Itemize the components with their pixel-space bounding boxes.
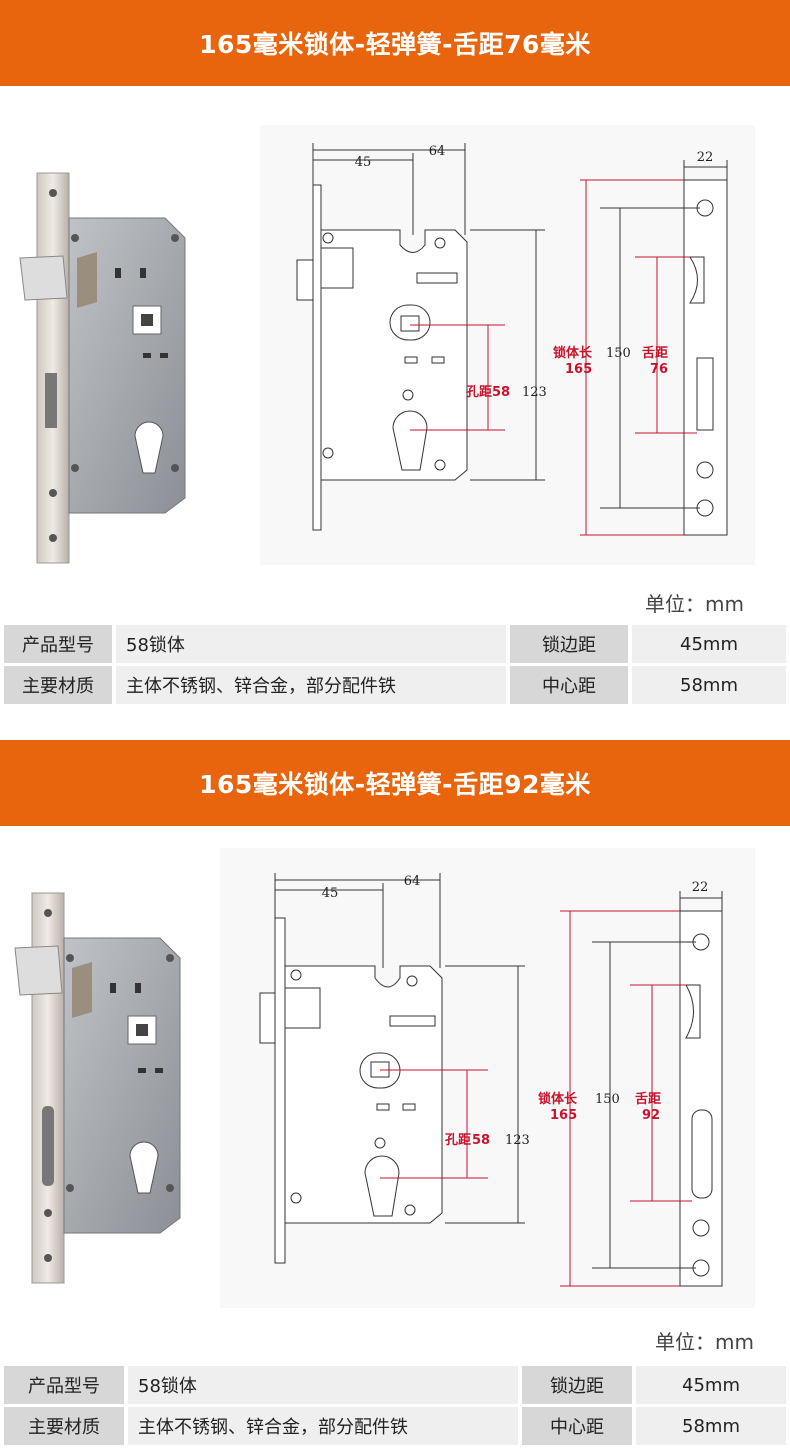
section-92: 165毫米锁体-轻弹簧-舌距92毫米 45 64 (0, 740, 790, 1451)
section-76: 165毫米锁体-轻弹簧-舌距76毫米 45 64 (0, 0, 790, 715)
center-value: 58mm (632, 666, 786, 704)
table-row: 产品型号 58锁体 锁边距 45mm (4, 625, 786, 663)
section-title: 165毫米锁体-轻弹簧-舌距92毫米 (0, 740, 790, 826)
lock-length-value: 165 (550, 1108, 577, 1123)
center-label: 中心距 (510, 666, 628, 704)
material-label: 主要材质 (4, 1407, 124, 1445)
unit-label: 单位：mm (645, 592, 744, 616)
backset-label: 锁边距 (510, 625, 628, 663)
lock-body-drawing: 45 64 孔距 58 123 22 (220, 848, 755, 1308)
table-row: 产品型号 58锁体 锁边距 45mm (4, 1366, 786, 1404)
mortise-lock-photo-icon (19, 172, 186, 564)
face-width-label: 22 (697, 150, 714, 165)
pitch-label: 孔距 (466, 385, 492, 400)
material-label: 主要材质 (4, 666, 112, 704)
pitch-value: 58 (472, 1133, 490, 1148)
model-label: 产品型号 (4, 625, 112, 663)
section-title: 165毫米锁体-轻弹簧-舌距76毫米 (0, 0, 790, 86)
pitch-label: 孔距 (445, 1133, 471, 1148)
tongue-label: 舌距 (642, 345, 668, 361)
unit-label: 单位：mm (655, 1330, 754, 1354)
backset-label: 锁边距 (522, 1366, 632, 1404)
face-width-label: 22 (692, 880, 709, 895)
total-width-label: 64 (404, 874, 421, 889)
total-width-label: 64 (429, 144, 446, 159)
tongue-value: 92 (642, 1108, 660, 1123)
backset-value: 45mm (636, 1366, 786, 1404)
model-value: 58锁体 (116, 625, 506, 663)
material-value: 主体不锈钢、锌合金，部分配件铁 (128, 1407, 518, 1445)
lock-length-label: 锁体长 (538, 1091, 578, 1107)
table-row: 主要材质 主体不锈钢、锌合金，部分配件铁 中心距 58mm (4, 1407, 786, 1445)
hole-pitch-label: 150 (595, 1092, 620, 1107)
center-label: 中心距 (522, 1407, 632, 1445)
lock-length-label: 锁体长 (553, 345, 593, 361)
left-width-label: 45 (355, 155, 372, 170)
body-height-label: 123 (522, 385, 547, 400)
left-width-label: 45 (322, 886, 339, 901)
tongue-label: 舌距 (635, 1091, 661, 1107)
body-height-label: 123 (505, 1133, 530, 1148)
tongue-value: 76 (650, 362, 668, 377)
spec-table: 产品型号 58锁体 锁边距 45mm 主要材质 主体不锈钢、锌合金，部分配件铁 … (0, 1363, 790, 1448)
table-row: 主要材质 主体不锈钢、锌合金，部分配件铁 中心距 58mm (4, 666, 786, 704)
spec-table: 产品型号 58锁体 锁边距 45mm 主要材质 主体不锈钢、锌合金，部分配件铁 … (0, 622, 790, 707)
backset-value: 45mm (632, 625, 786, 663)
lock-body-drawing: 45 64 孔距 58 123 22 (260, 125, 755, 565)
model-label: 产品型号 (4, 1366, 124, 1404)
lock-length-value: 165 (565, 362, 592, 377)
model-value: 58锁体 (128, 1366, 518, 1404)
center-value: 58mm (636, 1407, 786, 1445)
mortise-lock-photo-icon (14, 892, 181, 1284)
pitch-value: 58 (492, 385, 510, 400)
hole-pitch-label: 150 (606, 346, 631, 361)
material-value: 主体不锈钢、锌合金，部分配件铁 (116, 666, 506, 704)
